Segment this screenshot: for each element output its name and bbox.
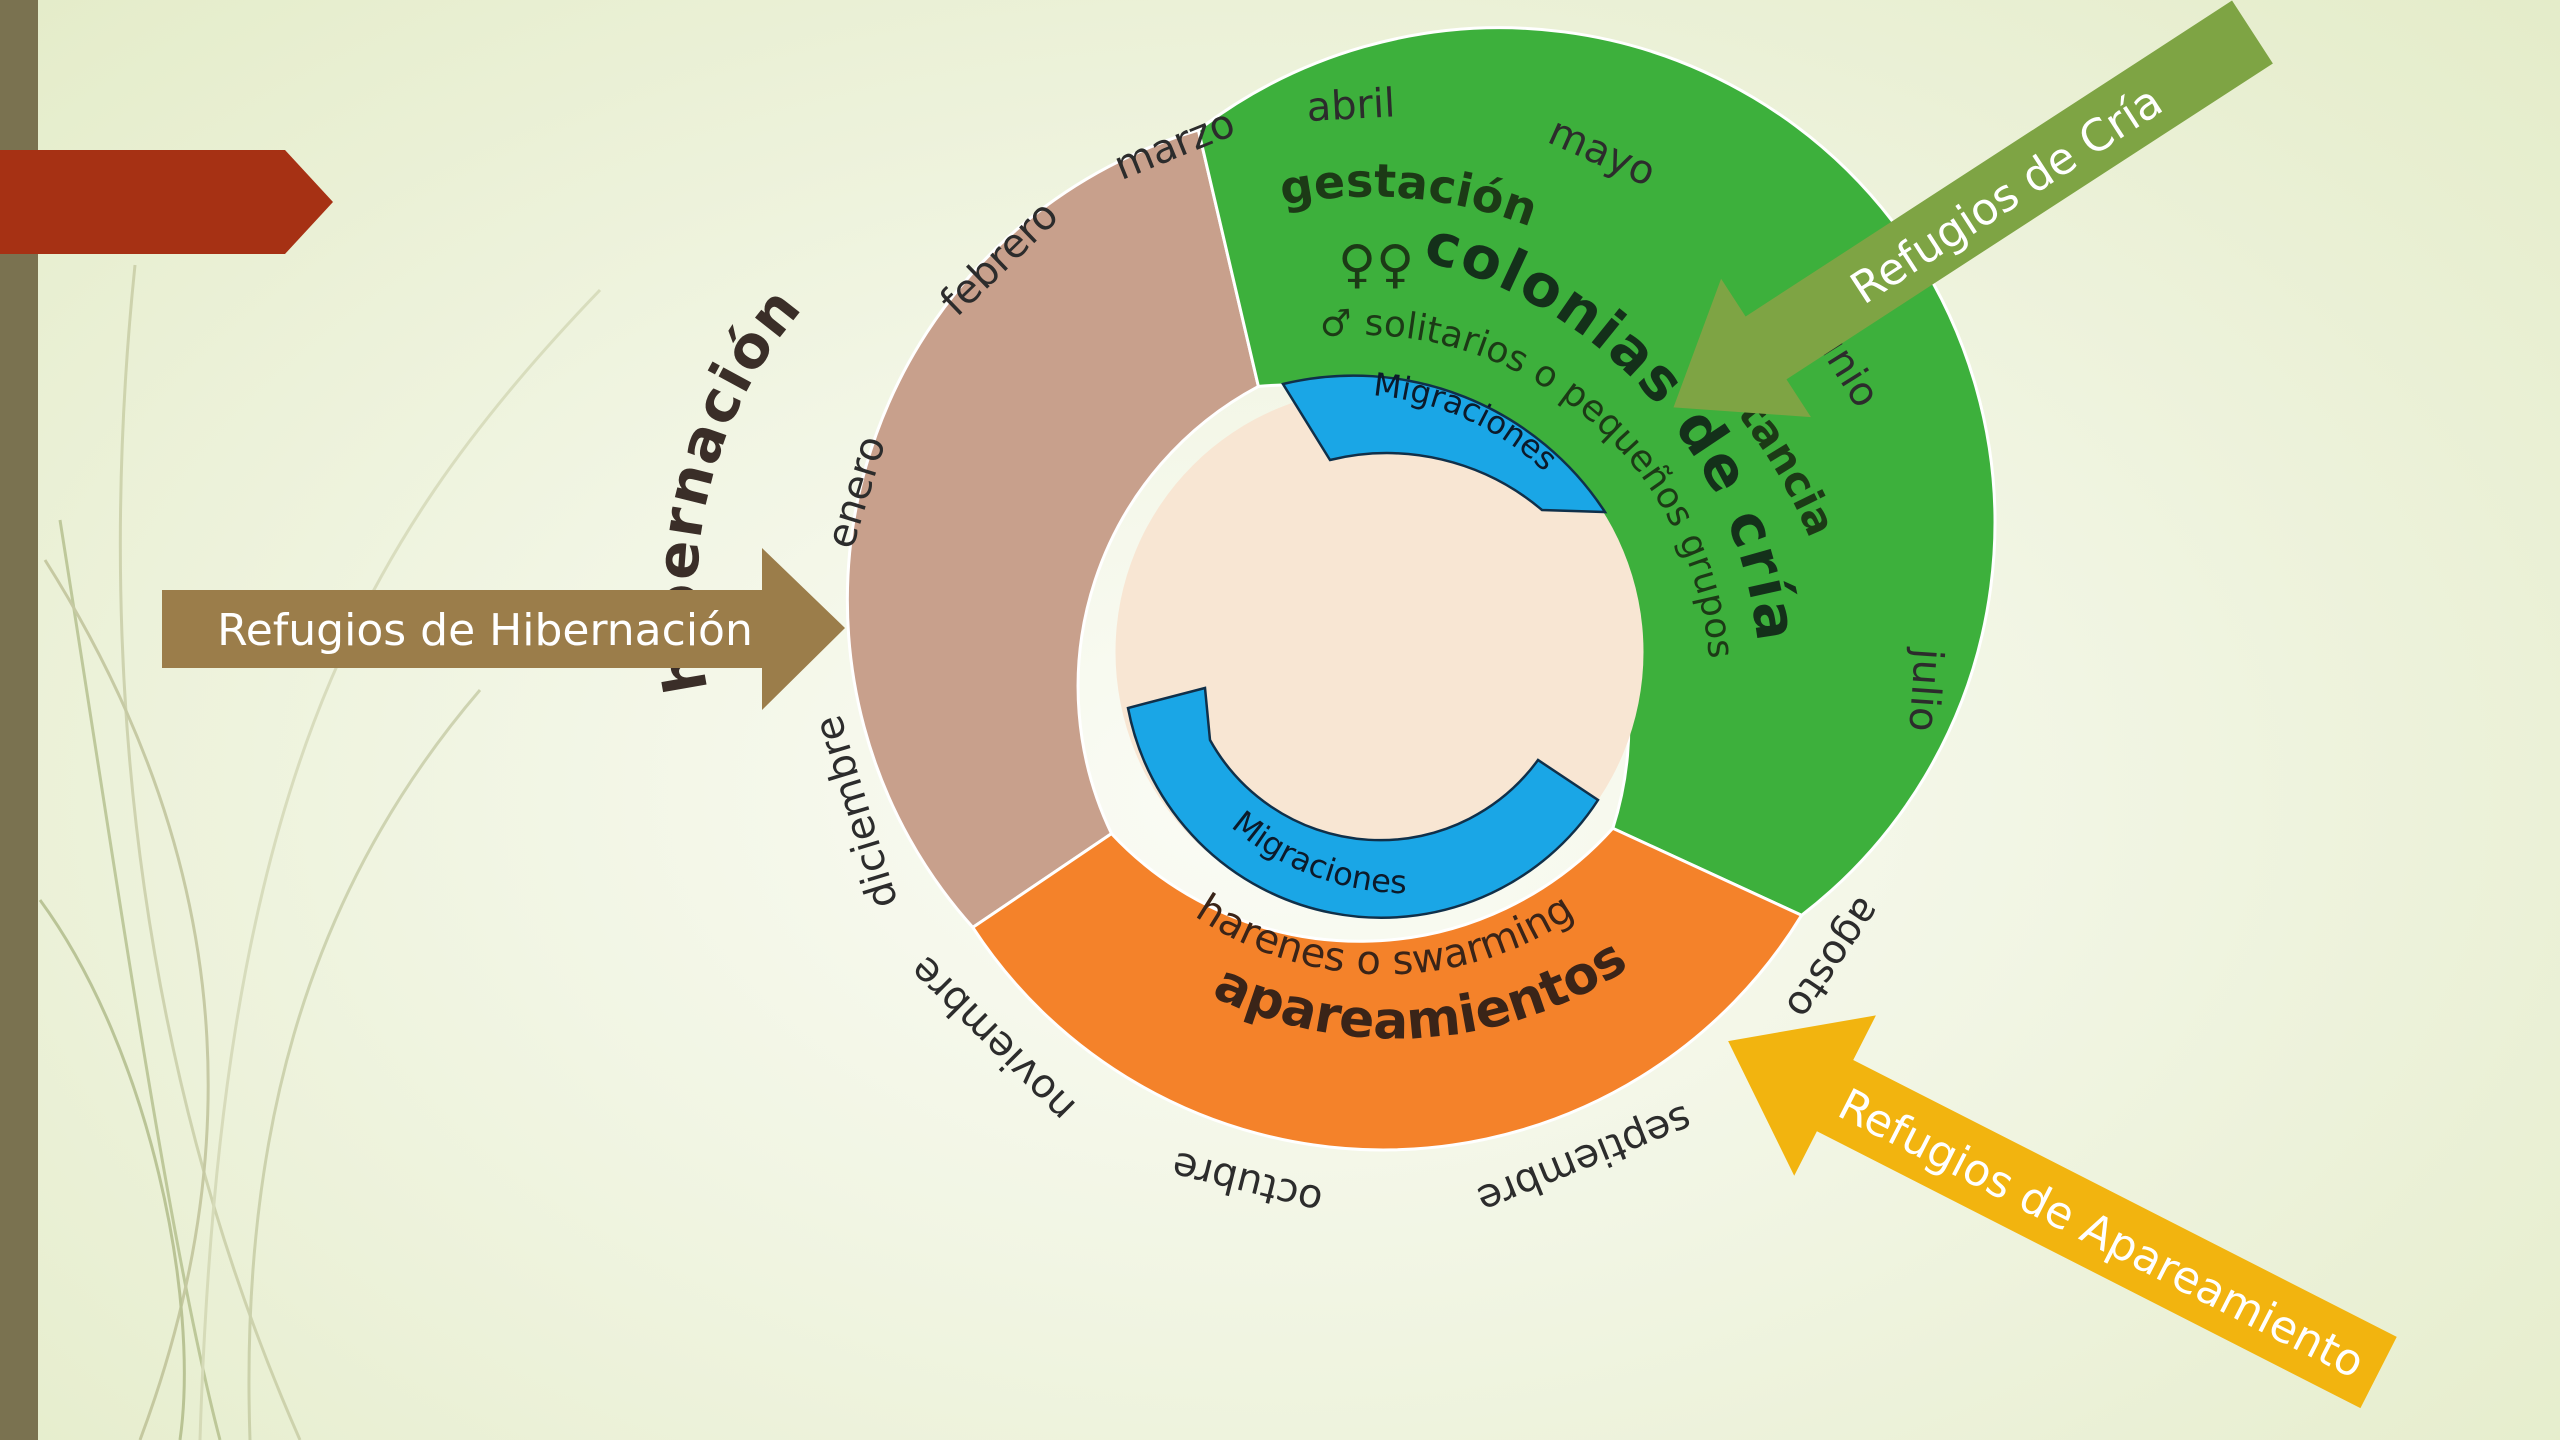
segment-mating — [970, 826, 1804, 1152]
migration-band-spring — [1281, 374, 1608, 514]
month-label-julio: julio — [1899, 646, 1951, 733]
callout-breeding-label: Refugios de Cría — [1842, 76, 2172, 315]
callout-hibernation: Refugios de Hibernación — [162, 548, 845, 710]
center-disc — [1115, 388, 1644, 916]
title-tab — [0, 150, 333, 254]
month-label-octubre: octubre — [1167, 1142, 1327, 1224]
month-label-abril: abril — [1305, 80, 1396, 131]
segment-hibernation — [845, 128, 1261, 930]
callout-mating: Refugios de Apareamiento — [1728, 1015, 2397, 1409]
decorative-lines — [38, 264, 602, 1440]
callout-hibernation-label: Refugios de Hibernación — [217, 605, 753, 656]
callout-mating-label: Refugios de Apareamiento — [1830, 1079, 2372, 1389]
females-symbol: ♀♀ — [1338, 235, 1414, 295]
migration-band-autumn — [1126, 686, 1600, 919]
